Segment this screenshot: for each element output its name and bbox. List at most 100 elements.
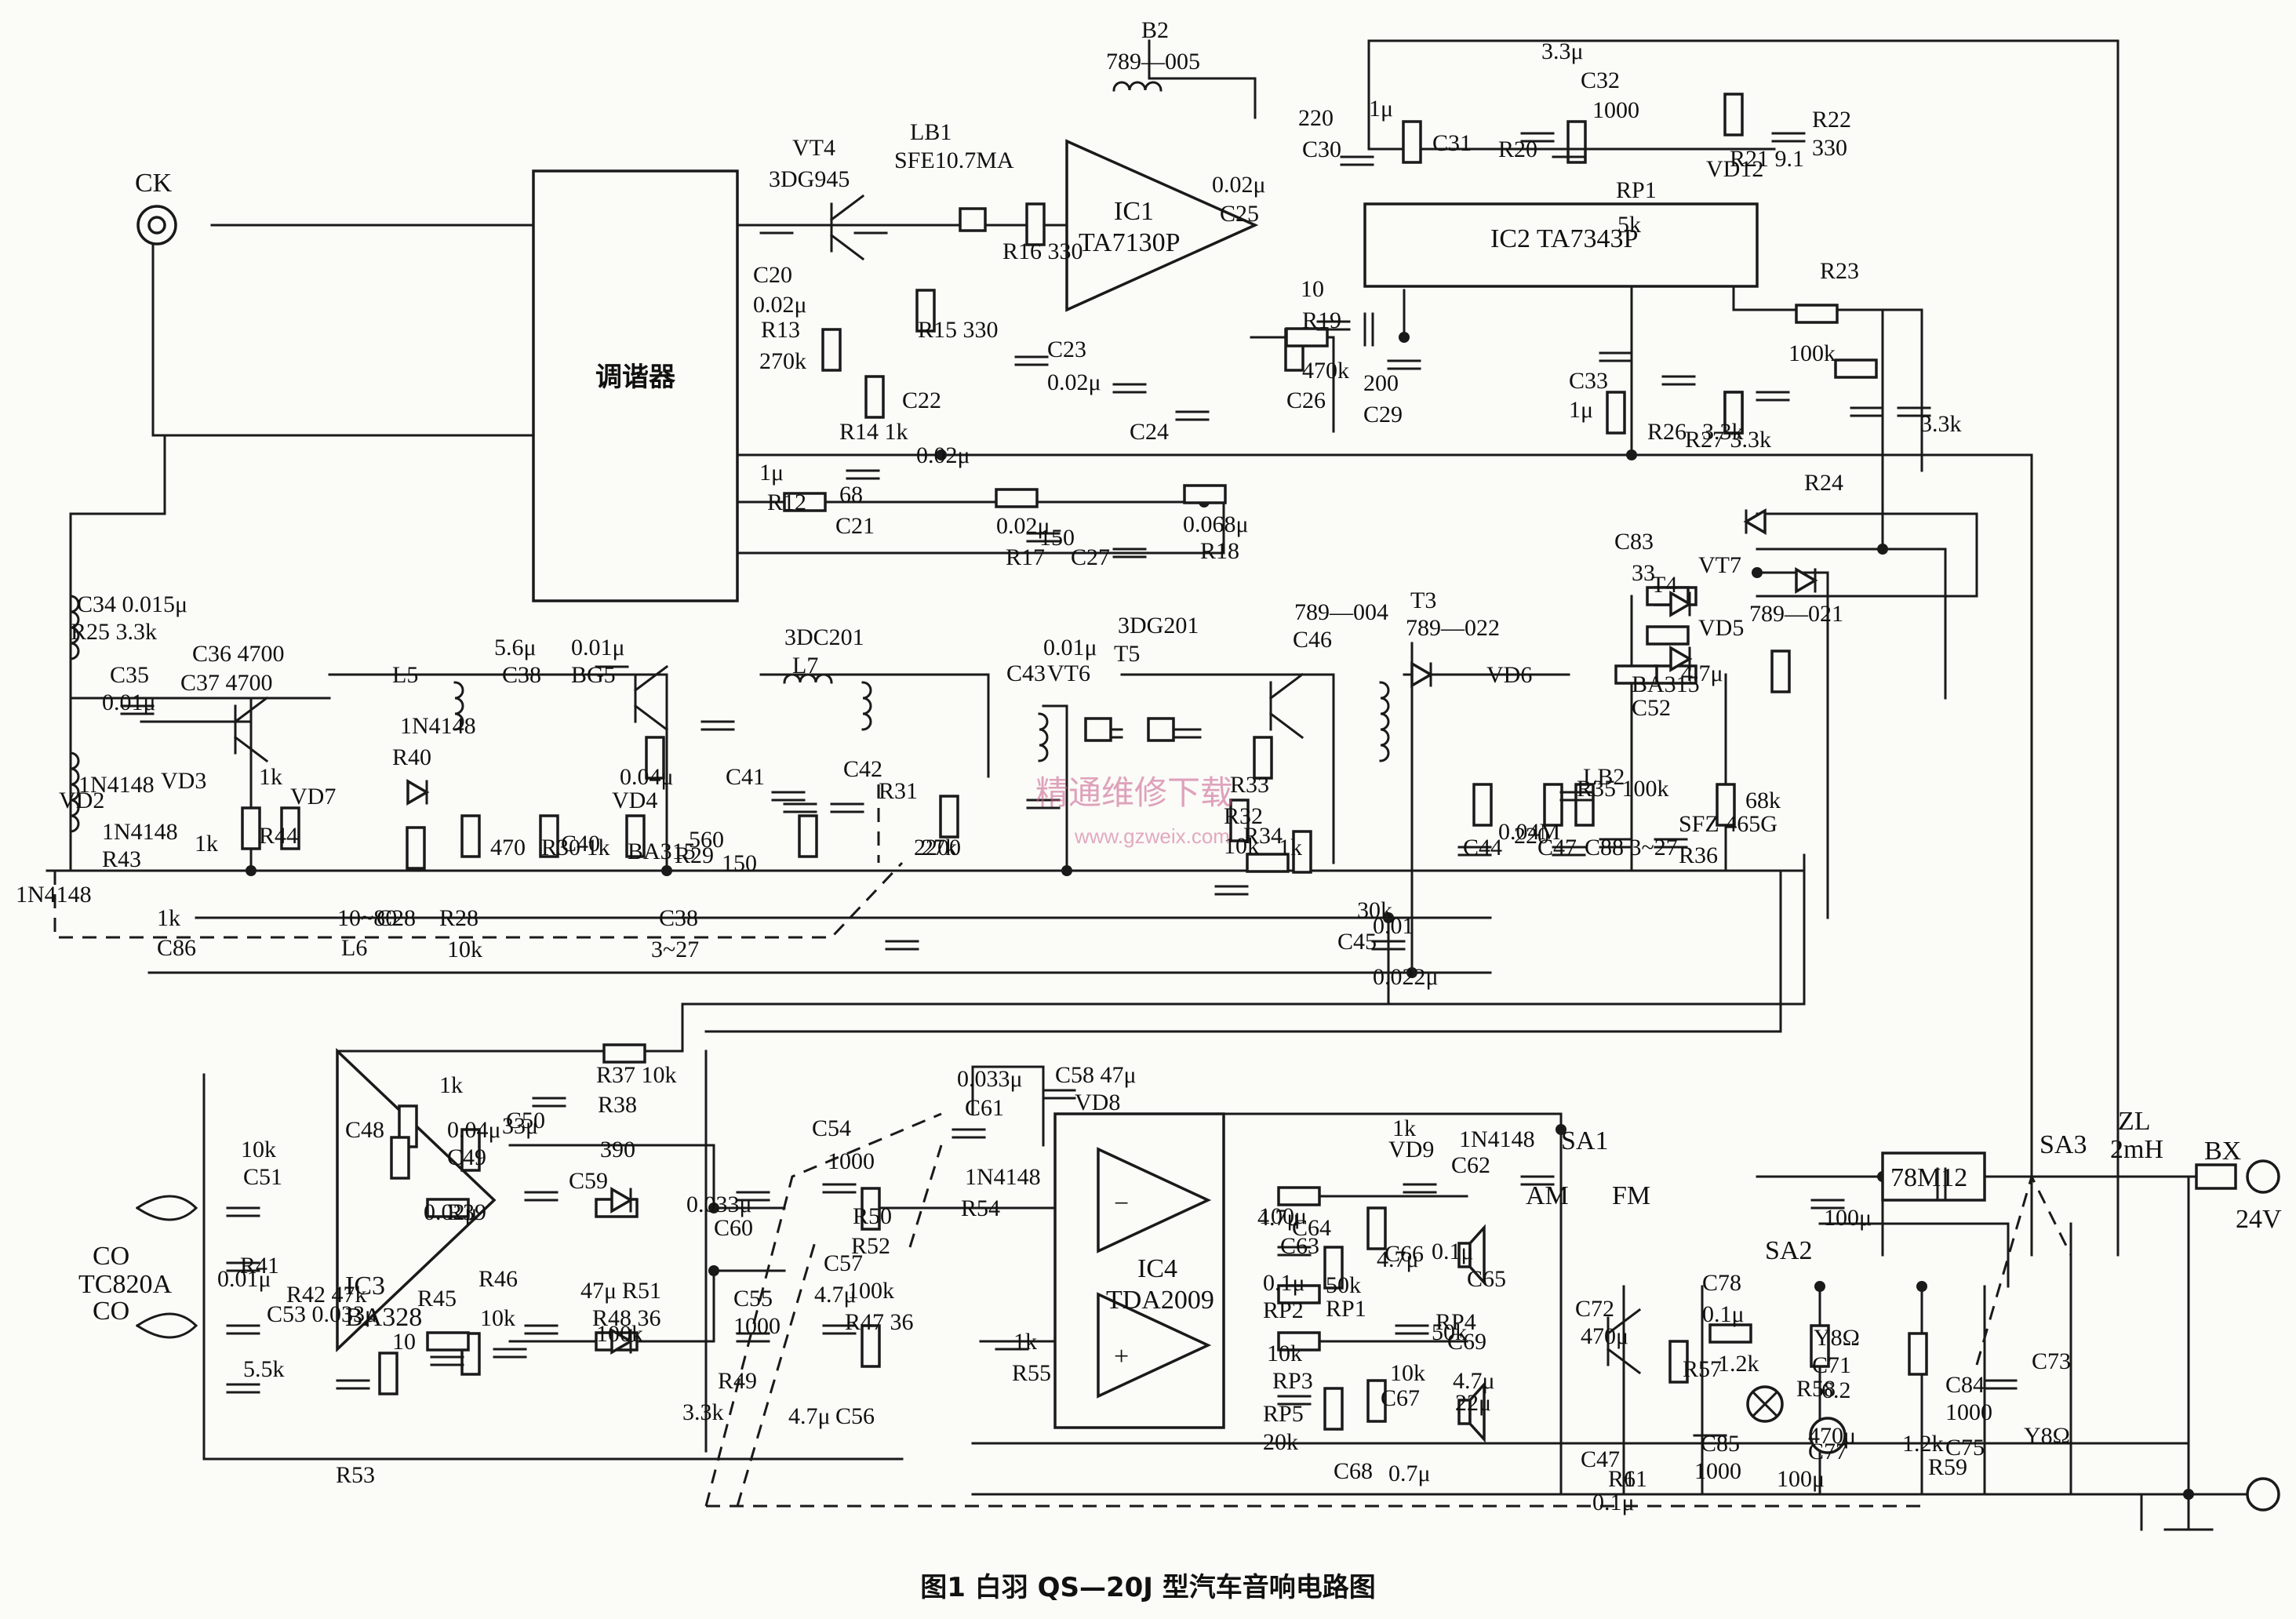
component-label: C35 xyxy=(110,662,149,688)
component-label: R55 xyxy=(1012,1360,1051,1386)
capacitor-symbol xyxy=(1214,885,1249,896)
component-label: R40 xyxy=(392,744,431,770)
component-label: R54 xyxy=(961,1195,1000,1221)
component-label: C84 xyxy=(1945,1372,1985,1398)
capacitor-symbol xyxy=(1983,1379,2018,1390)
component-label: 1μ xyxy=(1569,397,1593,423)
resistor-symbol xyxy=(1708,1323,1752,1344)
component-label: 0.01μ xyxy=(102,689,156,715)
component-label: C86 xyxy=(157,935,196,961)
component-label: C61 xyxy=(965,1095,1004,1121)
component-label: 560 xyxy=(689,827,724,853)
component-label: R44 xyxy=(259,823,298,849)
component-label: 330 xyxy=(1812,135,1847,161)
component-label: R27 3.3k xyxy=(1685,427,1771,453)
capacitor-symbol xyxy=(226,1261,260,1272)
component-label: 100μ xyxy=(1259,1203,1307,1229)
component-label: RP4 xyxy=(1435,1309,1476,1335)
component-label: R33 xyxy=(1230,772,1269,798)
component-label: 100k xyxy=(1788,340,1836,366)
component-label: 1N4148 xyxy=(1459,1126,1535,1152)
resistor-symbol xyxy=(645,736,665,780)
resistor-symbol xyxy=(426,1331,470,1352)
component-label: VD8 xyxy=(1075,1090,1120,1115)
supply-label: 24V xyxy=(2236,1205,2282,1234)
component-label: R46 xyxy=(478,1266,518,1292)
sa3-label: SA3 xyxy=(2039,1130,2087,1159)
component-label: 47μ xyxy=(580,1278,617,1304)
capacitor-symbol xyxy=(1897,406,1931,417)
resistor-symbol xyxy=(1229,799,1250,842)
component-label: C53 0.033μ xyxy=(267,1301,377,1327)
component-label: C69 xyxy=(1447,1329,1486,1355)
tuner-label: 调谐器 xyxy=(595,362,676,393)
component-label: C31 xyxy=(1432,130,1472,156)
capacitor-symbol xyxy=(430,1355,464,1366)
capacitor-symbol xyxy=(1395,1324,1429,1335)
component-label: C57 xyxy=(824,1250,863,1276)
capacitor-symbol xyxy=(1277,1395,1312,1406)
capacitor-symbol xyxy=(1661,375,1696,386)
capacitor-symbol xyxy=(1520,132,1555,143)
component-label: BA315 xyxy=(1632,671,1700,697)
component-label: VD2 xyxy=(59,788,104,813)
component-label: 0.01μ xyxy=(217,1266,271,1292)
component-label: 1μ xyxy=(1369,96,1393,122)
resistor-symbol xyxy=(783,492,827,512)
svg-text:+: + xyxy=(1114,1342,1129,1371)
component-label: R47 36 xyxy=(845,1309,914,1335)
sa1-label: SA1 xyxy=(1561,1126,1608,1155)
component-label: 0.033μ xyxy=(957,1066,1023,1092)
resistor-symbol xyxy=(1277,1186,1321,1206)
watermark: 精通维修下载 www.gzweix.com xyxy=(1035,773,1233,848)
component-label: 1μ xyxy=(759,460,784,486)
ic1-name: IC1 xyxy=(1114,197,1154,226)
component-label: C54 xyxy=(812,1115,851,1141)
capacitor-symbol xyxy=(1026,532,1061,543)
component-label: 0.04μ xyxy=(620,764,674,790)
component-label: R12 xyxy=(767,489,806,515)
component-label: 3.3k xyxy=(682,1399,724,1425)
component-label: R14 1k xyxy=(839,419,908,445)
component-label: L5 xyxy=(392,662,418,688)
component-label: 0.1μ xyxy=(1263,1270,1305,1296)
resistor-symbol xyxy=(406,826,426,870)
component-label: C68 xyxy=(1334,1458,1373,1484)
resistor-symbol xyxy=(915,289,936,333)
fuse-label: BX xyxy=(2204,1137,2241,1166)
component-label: R38 xyxy=(598,1092,637,1118)
capacitor-symbol xyxy=(1599,838,1633,849)
component-label: R58 xyxy=(1796,1376,1836,1402)
crystal-filter-symbol xyxy=(1147,717,1175,742)
component-label: R25 3.3k xyxy=(71,619,157,645)
component-label: C49 xyxy=(447,1144,486,1170)
component-label: 1.2k xyxy=(1718,1351,1759,1377)
watermark-url: www.gzweix.com xyxy=(1074,824,1230,848)
component-label: R35 100k xyxy=(1577,776,1669,802)
resistor-symbol xyxy=(1834,358,1878,379)
component-label: 0.02μ xyxy=(424,1199,478,1225)
resistor-symbol xyxy=(1770,649,1791,693)
resistor-symbol xyxy=(1277,1331,1321,1352)
capacitor-symbol xyxy=(700,720,735,731)
component-label: C21 xyxy=(835,513,875,539)
component-label: 10k xyxy=(1267,1341,1302,1366)
diode-symbol xyxy=(1410,660,1434,689)
component-label: RP2 xyxy=(1263,1297,1304,1323)
deck-jacks: CO TC820A CO xyxy=(78,1195,198,1339)
component-label: R18 xyxy=(1200,538,1239,564)
capacitor-symbol xyxy=(226,1206,260,1217)
component-label: 0.068μ xyxy=(1183,511,1249,537)
component-label: 0.1μ xyxy=(1702,1301,1745,1327)
transistor-symbol xyxy=(1268,672,1304,740)
component-label: 3.3μ xyxy=(1541,38,1584,64)
resistor-symbol xyxy=(390,1136,410,1180)
component-label: 0.7μ xyxy=(1388,1461,1431,1486)
inductor-value: 2mH xyxy=(2110,1135,2163,1164)
resistor-symbol xyxy=(460,814,481,858)
component-label: 789—021 xyxy=(1749,601,1843,627)
component-label: 1k xyxy=(259,764,282,790)
component-label: 470k xyxy=(1302,358,1349,384)
component-label: 0.033μ xyxy=(686,1192,752,1217)
